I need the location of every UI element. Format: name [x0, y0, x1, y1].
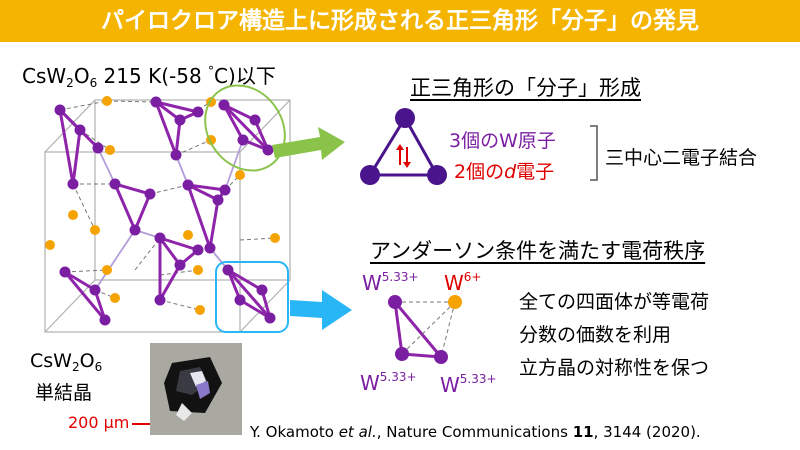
- molecule-triangle: [360, 108, 447, 185]
- w-charge-top-left: W5.33+: [362, 270, 419, 295]
- highlight-box: [215, 261, 289, 333]
- tetrahedron: [388, 295, 462, 364]
- scale-label: 200 μm: [68, 413, 130, 432]
- anderson-section-title: アンダーソン条件を満たす電荷秩序: [370, 239, 706, 263]
- molecule-section-title: 正三角形の「分子」形成: [410, 76, 641, 100]
- w-atoms-label: 3個のW原子: [449, 130, 556, 152]
- crystal-photo: [150, 343, 242, 435]
- w-orange-atoms: [45, 96, 280, 315]
- w-chain-links: [94, 139, 244, 291]
- w-charge-bottom-left: W5.33+: [360, 370, 417, 395]
- property-item-3: 立方晶の対称性を保つ: [519, 357, 710, 379]
- property-item-2: 分数の価数を利用: [519, 324, 672, 346]
- crystal-photo-image: [150, 343, 242, 435]
- title-banner: パイロクロア構造上に形成される正三角形「分子」の発見: [0, 0, 800, 42]
- green-arrow: [272, 127, 345, 160]
- highlight-ellipse: [204, 84, 286, 172]
- sample-formula-label: CsW2O6: [30, 350, 103, 374]
- w-charge-top-right: W6+: [444, 270, 482, 295]
- bracket: [590, 125, 598, 181]
- bond-type-label: 三中心二電子結合: [605, 147, 758, 169]
- w-charge-bottom-right: W5.33+: [440, 372, 497, 397]
- d-electrons-label: 2個のd電子: [454, 161, 555, 183]
- citation: Y. Okamoto et al., Nature Communications…: [250, 423, 701, 441]
- sample-type-label: 単結晶: [35, 382, 93, 404]
- blue-arrow: [290, 290, 352, 330]
- property-item-1: 全ての四面体が等電荷: [519, 291, 710, 313]
- w-atoms: [54, 96, 276, 326]
- banner-title: パイロクロア構造上に形成される正三角形「分子」の発見: [101, 8, 699, 34]
- crystal-condition-label: CsW2O6 215 K(-58 °C)以下: [22, 64, 276, 90]
